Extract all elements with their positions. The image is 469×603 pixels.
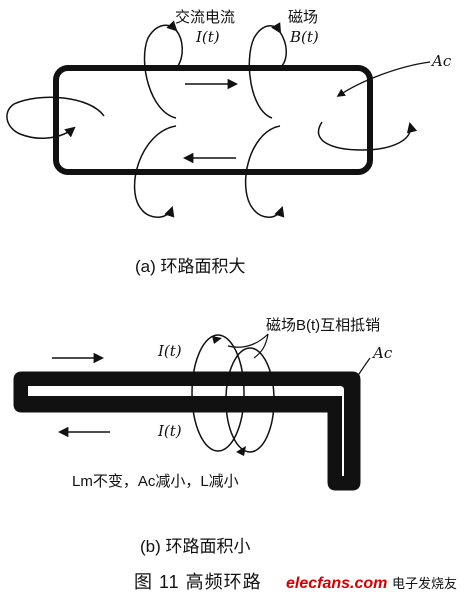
caption-b: (b) 环路面积小: [140, 537, 251, 556]
label-field: 磁场: [288, 9, 318, 26]
field-loop-top-right: [248, 22, 282, 119]
field-loop-top-left: [143, 20, 178, 119]
diagram-a: 交流电流 I(t) 磁场 B(t) Ac (a) 环路面积大: [6, 8, 452, 276]
loop-b-gap: [28, 386, 344, 476]
label-current-b-bottom: I(t): [157, 422, 182, 440]
area-leader-b: [345, 357, 371, 397]
field-loop-bottom-left: [133, 125, 177, 218]
loop-a-rectangle: [53, 65, 373, 175]
field-loop-b-1: [191, 334, 245, 452]
figure-title: 图 11 高频环路: [134, 572, 262, 592]
watermark-brand-cn: 电子发烧友: [392, 576, 457, 591]
field-loop-bottom-right: [245, 125, 285, 218]
cancel-leader: [227, 333, 269, 359]
diagram-b: 磁场B(t)互相抵销 I(t) I(t) Ac Lm不变，Ac减小，L减小 (b…: [13, 317, 393, 556]
watermark-brand: elecfans.com: [286, 575, 387, 592]
label-current: 交流电流: [175, 8, 235, 26]
label-current-sym: I(t): [195, 28, 220, 46]
area-leader-a: [336, 61, 431, 97]
label-field-sym: B(t): [289, 28, 319, 46]
label-area-b: Ac: [371, 344, 393, 362]
label-area-a: Ac: [430, 52, 452, 70]
field-loop-right: [317, 121, 418, 151]
label-field-cancel: 磁场B(t)互相抵销: [266, 317, 380, 334]
label-current-b-top: I(t): [157, 342, 182, 360]
note-b: Lm不变，Ac减小，L减小: [72, 473, 239, 490]
caption-a: (a) 环路面积大: [135, 257, 246, 276]
field-loop-b-2: [225, 347, 275, 453]
field-loop-left: [6, 96, 105, 140]
